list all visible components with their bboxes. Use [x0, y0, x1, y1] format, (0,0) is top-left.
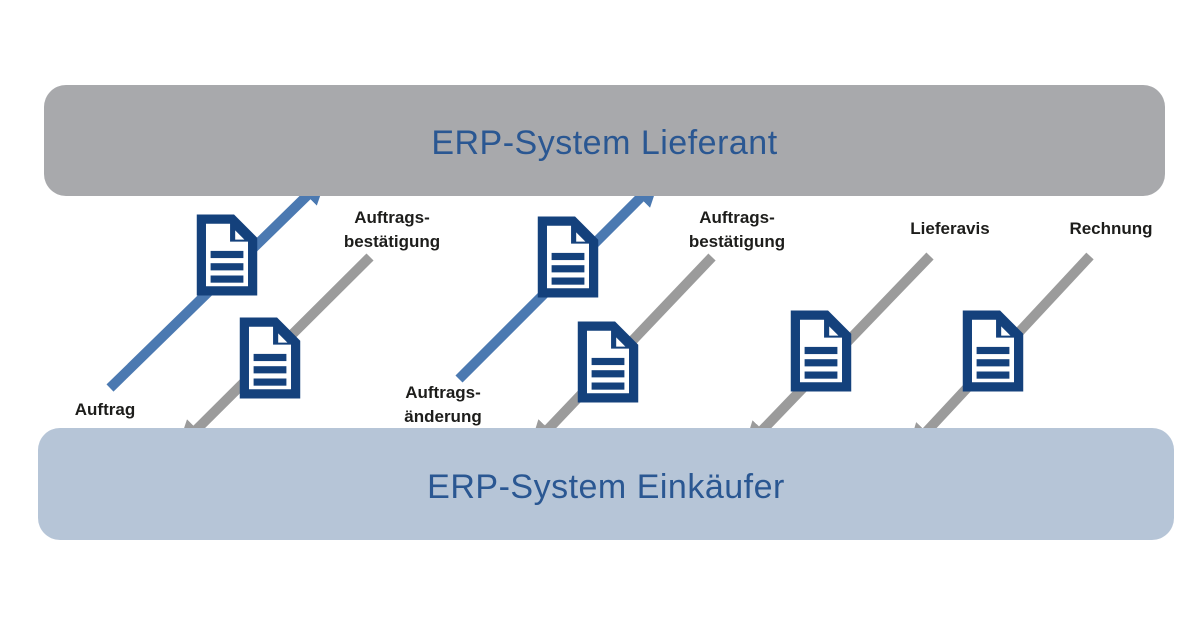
flow-label-auftragsaenderung: Auftrags- änderung: [404, 383, 482, 426]
document-icon: [577, 321, 639, 403]
document-icon: [962, 310, 1024, 392]
flow-label-auftragsbestaetigung-1: Auftrags- bestätigung: [343, 208, 441, 251]
document-icon: [196, 214, 258, 296]
flow-label-lieferavis: Lieferavis: [910, 219, 990, 238]
document-icon: [239, 317, 301, 399]
document-icon: [790, 310, 852, 392]
erp-system-lieferant-title: ERP-System Lieferant: [431, 124, 778, 162]
flow-label-auftragsbestaetigung-2: Auftrags- bestätigung: [688, 208, 786, 251]
document-icon: [537, 216, 599, 298]
erp-system-einkaeufer-title: ERP-System Einkäufer: [427, 467, 785, 506]
flow-label-auftrag: Auftrag: [74, 400, 136, 419]
flow-label-rechnung: Rechnung: [1069, 219, 1153, 238]
erp-system-einkaeufer-box: ERP-System Einkäufer: [38, 428, 1174, 540]
erp-system-lieferant-box: ERP-System Lieferant: [44, 85, 1165, 196]
